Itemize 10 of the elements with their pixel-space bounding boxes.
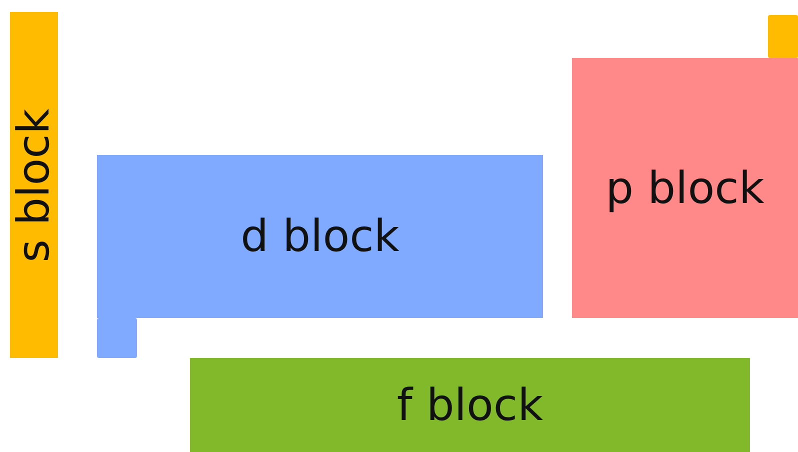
block-label: s block xyxy=(8,108,60,262)
p-block-area xyxy=(572,58,798,318)
block-label: f block xyxy=(396,380,544,430)
block-label: p block xyxy=(606,162,764,214)
s-block-segment xyxy=(768,15,798,58)
d-block-area xyxy=(97,155,543,318)
f-block-area xyxy=(190,358,750,452)
block-label: d block xyxy=(240,211,400,262)
s-block-bar xyxy=(10,12,58,358)
d-block-segment xyxy=(97,318,137,358)
